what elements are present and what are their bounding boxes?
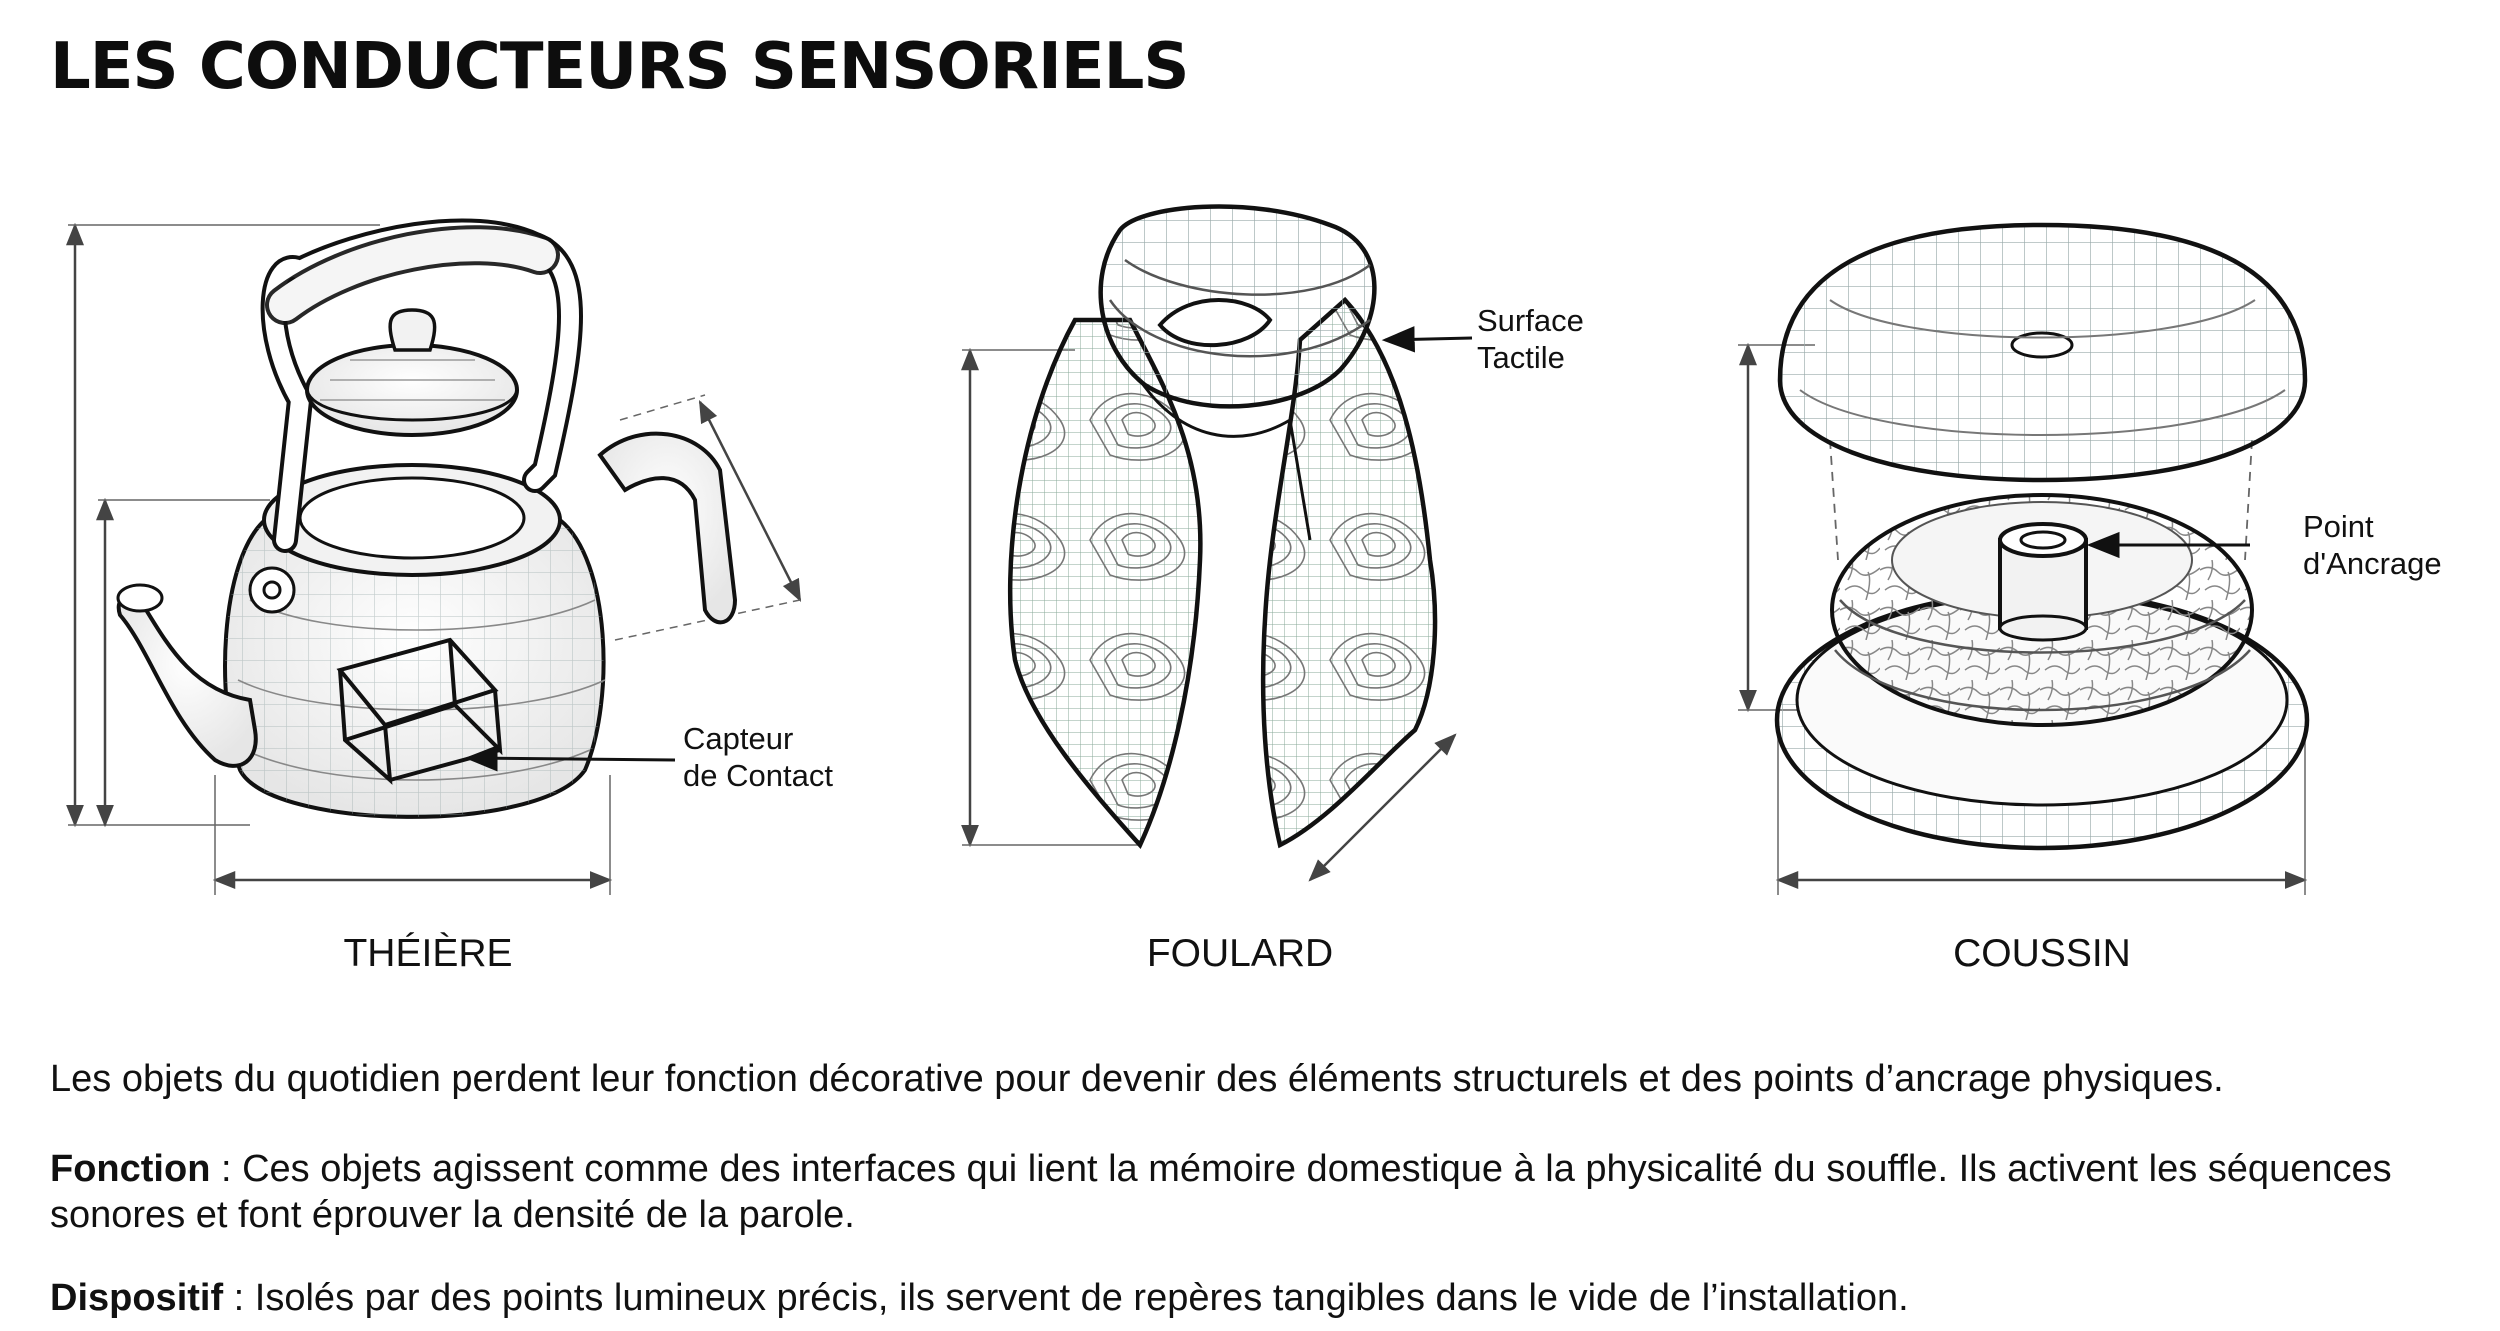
anchor-point <box>1998 522 2088 642</box>
capteur-callout: Capteur de Contact <box>683 720 833 794</box>
handle-dimension <box>698 399 802 603</box>
surface-callout: Surface Tactile <box>1477 302 1584 376</box>
capteur-line-2: de Contact <box>683 758 833 793</box>
fonction-text: : Ces objets agissent comme des interfac… <box>50 1148 2392 1236</box>
point-callout: Point d'Ancrage <box>2303 508 2442 582</box>
dispositif-label: Dispositif <box>50 1277 224 1319</box>
point-line-1: Point <box>2303 509 2374 544</box>
fonction-label: Fonction <box>50 1148 211 1190</box>
scarf-caption: FOULARD <box>1146 932 1334 975</box>
capteur-leader-line <box>464 745 676 772</box>
fonction-paragraph: Fonction : Ces objets agissent comme des… <box>50 1146 2470 1238</box>
page-title: LES CONDUCTEURS SENSORIELS <box>50 30 1189 104</box>
teapot-illustration <box>66 218 802 895</box>
teapot-caption: THÉIÈRE <box>343 932 513 975</box>
cushion-caption: COUSSIN <box>1953 932 2131 975</box>
cushion-illustration <box>1738 222 2310 895</box>
scarf-width-dimension <box>1308 733 1457 882</box>
dispositif-paragraph: Dispositif : Isolés par des points lumin… <box>50 1275 2470 1321</box>
dispositif-text: : Isolés par des points lumineux précis,… <box>223 1277 1909 1319</box>
intro-paragraph: Les objets du quotidien perdent leur fon… <box>50 1058 2224 1100</box>
point-line-2: d'Ancrage <box>2303 546 2442 581</box>
scarf-illustration <box>961 204 1473 882</box>
capteur-line-1: Capteur <box>683 721 794 756</box>
illustrations <box>66 204 2310 895</box>
surface-leader-line <box>1381 326 1473 353</box>
surface-line-2: Tactile <box>1477 340 1565 375</box>
surface-line-1: Surface <box>1477 303 1584 338</box>
contact-sensor <box>336 637 503 785</box>
